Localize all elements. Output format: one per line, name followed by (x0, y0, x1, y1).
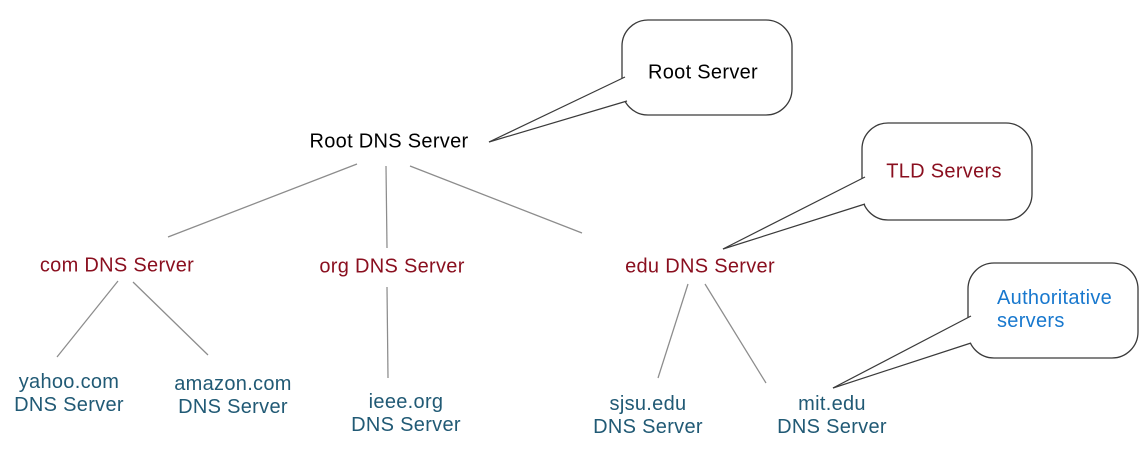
root-server-callout-label: Root Server (647, 61, 759, 84)
tld-servers-callout-tail-edge (722, 203, 866, 250)
node-amazon-dns-server: amazon.com DNS Server (174, 373, 292, 418)
root-server-callout-tail-edge (488, 76, 626, 143)
authoritative-servers-callout-bubble (967, 262, 1139, 359)
node-mit-dns-server: mit.edu DNS Server (777, 393, 887, 438)
edge-edu-sjsu (657, 283, 689, 379)
tld-servers-callout-label: TLD Servers (886, 160, 1002, 183)
authoritative-servers-callout-tail-edge (832, 342, 972, 389)
tld-servers-callout-tail-edge (722, 176, 866, 250)
root-server-callout-bubble (621, 19, 793, 116)
node-edu-dns-server: edu DNS Server (625, 255, 775, 278)
edge-edu-mit (704, 283, 767, 384)
tld-servers-callout-bubble (861, 122, 1033, 221)
node-ieee-dns-server: ieee.org DNS Server (351, 391, 461, 436)
edge-org-ieee (386, 286, 389, 379)
root-server-callout-tail-edge (488, 100, 628, 143)
edge-com-amazon (132, 281, 209, 356)
node-sjsu-dns-server: sjsu.edu DNS Server (593, 393, 703, 438)
node-root-dns-server: Root DNS Server (309, 130, 469, 153)
edge-root-org (385, 165, 388, 249)
node-com-dns-server: com DNS Server (39, 254, 195, 277)
node-org-dns-server: org DNS Server (319, 255, 465, 278)
authoritative-servers-callout-label: Authoritative servers (997, 287, 1113, 332)
node-yahoo-dns-server: yahoo.com DNS Server (14, 371, 124, 416)
edge-com-yahoo (56, 280, 119, 358)
edge-root-com (167, 163, 358, 238)
authoritative-servers-callout-tail-edge (832, 315, 972, 389)
edge-root-edu (409, 165, 583, 234)
